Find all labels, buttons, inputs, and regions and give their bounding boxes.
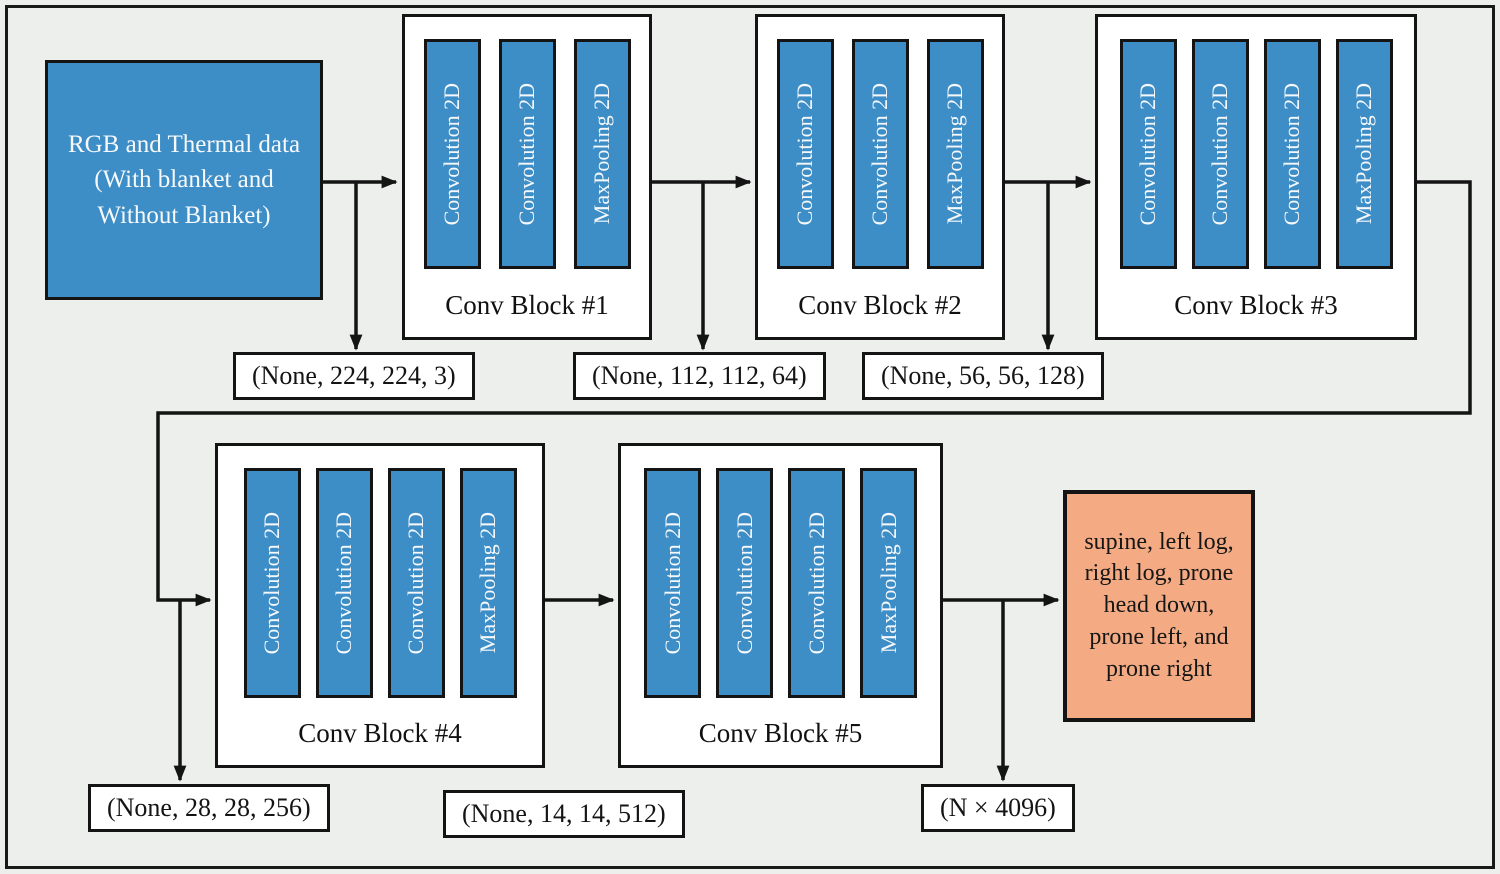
- shape-annotation-56: (None, 56, 56, 128): [862, 352, 1104, 400]
- conv-layer-bar: Convolution 2D: [788, 468, 845, 698]
- layer-label: Convolution 2D: [259, 511, 284, 655]
- conv-layer-bar: Convolution 2D: [644, 468, 701, 698]
- maxpool-layer-bar: MaxPooling 2D: [1335, 39, 1393, 269]
- layer-label: Convolution 2D: [1279, 82, 1304, 226]
- block-label: Conv Block #5: [698, 718, 863, 748]
- conv-layer-bar: Convolution 2D: [776, 39, 834, 269]
- layer-label: Convolution 2D: [1207, 82, 1232, 226]
- layer-bars: Convolution 2D Convolution 2D Convolutio…: [621, 468, 940, 698]
- maxpool-layer-bar: MaxPooling 2D: [573, 39, 631, 269]
- conv-layer-bar: Convolution 2D: [1119, 39, 1177, 269]
- block-label: Conv Block #1: [445, 290, 609, 320]
- layer-label: Convolution 2D: [514, 82, 539, 226]
- layer-label: Convolution 2D: [1135, 82, 1160, 226]
- layer-label: MaxPooling 2D: [1351, 83, 1376, 225]
- maxpool-layer-bar: MaxPooling 2D: [860, 468, 917, 698]
- conv-layer-bar: Convolution 2D: [387, 468, 445, 698]
- layer-label: Convolution 2D: [731, 511, 757, 655]
- block-label: Conv Block #3: [1174, 290, 1338, 320]
- layer-label: MaxPooling 2D: [589, 83, 614, 225]
- layer-label: MaxPooling 2D: [875, 512, 901, 654]
- layer-label: Convolution 2D: [403, 511, 428, 655]
- conv-layer-bar: Convolution 2D: [1191, 39, 1249, 269]
- conv-layer-bar: Convolution 2D: [851, 39, 909, 269]
- layer-label: Convolution 2D: [792, 82, 817, 226]
- conv-layer-bar: Convolution 2D: [243, 468, 301, 698]
- layer-label: MaxPooling 2D: [475, 512, 500, 654]
- block-label: Conv Block #2: [798, 290, 962, 320]
- conv-layer-bar: Convolution 2D: [716, 468, 773, 698]
- layer-label: Convolution 2D: [659, 511, 685, 655]
- conv-block-2: Convolution 2D Convolution 2D MaxPooling…: [755, 14, 1005, 340]
- conv-layer-bar: Convolution 2D: [423, 39, 481, 269]
- conv-layer-bar: Convolution 2D: [1263, 39, 1321, 269]
- layer-label: Convolution 2D: [331, 511, 356, 655]
- maxpool-layer-bar: MaxPooling 2D: [926, 39, 984, 269]
- block-label: Conv Block #4: [298, 718, 462, 748]
- shape-annotation-28: (None, 28, 28, 256): [88, 784, 330, 832]
- conv-block-1: Convolution 2D Convolution 2D MaxPooling…: [402, 14, 652, 340]
- shape-annotation-112: (None, 112, 112, 64): [573, 352, 826, 400]
- layer-label: Convolution 2D: [439, 82, 464, 226]
- diagram-border: [5, 5, 1495, 869]
- shape-annotation-224: (None, 224, 224, 3): [233, 352, 475, 400]
- shape-annotation-4096: (N × 4096): [921, 784, 1075, 832]
- layer-label: MaxPooling 2D: [942, 83, 967, 225]
- output-classes-box: supine, left log, right log, prone head …: [1063, 490, 1255, 722]
- layer-bars: Convolution 2D Convolution 2D Convolutio…: [218, 468, 542, 698]
- conv-block-5: Convolution 2D Convolution 2D Convolutio…: [618, 443, 943, 768]
- input-data-box: RGB and Thermal data (With blanket and W…: [45, 60, 323, 300]
- conv-layer-bar: Convolution 2D: [315, 468, 373, 698]
- shape-annotation-14: (None, 14, 14, 512): [443, 790, 685, 838]
- layer-label: Convolution 2D: [803, 511, 829, 655]
- conv-block-3: Convolution 2D Convolution 2D Convolutio…: [1095, 14, 1417, 340]
- layer-bars: Convolution 2D Convolution 2D MaxPooling…: [405, 39, 649, 269]
- conv-block-4: Convolution 2D Convolution 2D Convolutio…: [215, 443, 545, 768]
- layer-label: Convolution 2D: [867, 82, 892, 226]
- layer-bars: Convolution 2D Convolution 2D MaxPooling…: [758, 39, 1002, 269]
- conv-layer-bar: Convolution 2D: [498, 39, 556, 269]
- layer-bars: Convolution 2D Convolution 2D Convolutio…: [1098, 39, 1414, 269]
- maxpool-layer-bar: MaxPooling 2D: [459, 468, 517, 698]
